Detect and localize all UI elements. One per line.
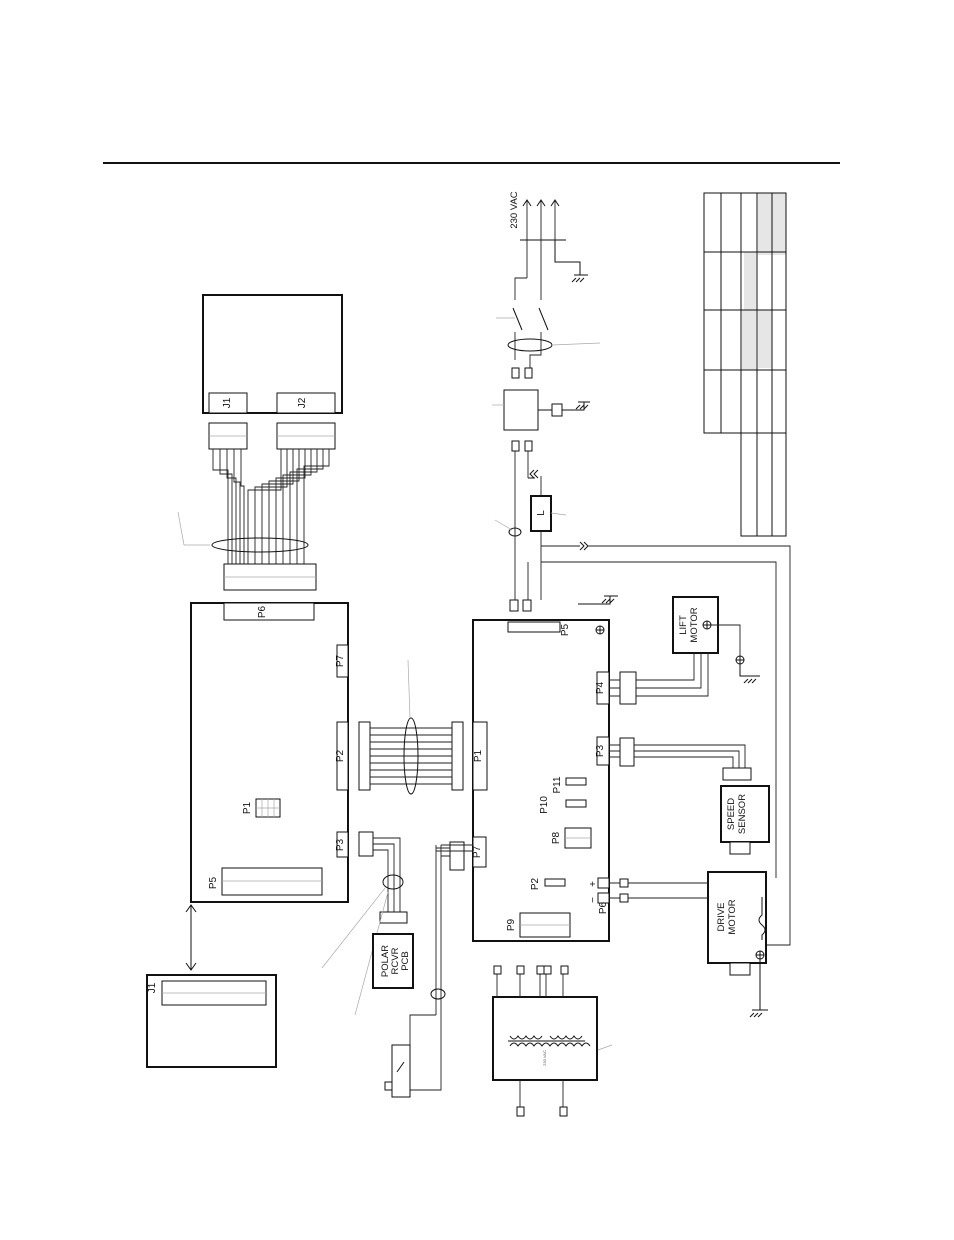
controller-board: P6 P7 P2 P1 P3 P5 bbox=[190, 602, 349, 903]
power-p10-label: P10 bbox=[539, 796, 550, 814]
power-p5-label: P5 bbox=[560, 623, 571, 636]
polar-harness bbox=[321, 831, 408, 1016]
power-p1-label: P1 bbox=[473, 749, 484, 762]
inductor-label: L bbox=[536, 510, 547, 516]
polar-label: POLAR bbox=[380, 945, 391, 977]
filter-module bbox=[503, 389, 539, 431]
plus-label: + bbox=[588, 881, 599, 887]
power-p9-label: P9 bbox=[506, 918, 517, 931]
harness-wire bbox=[226, 449, 237, 564]
harness-wire bbox=[296, 449, 324, 564]
legend-table bbox=[703, 192, 787, 537]
speed-label: SPEED bbox=[726, 798, 737, 830]
transformer: 230 VAC bbox=[492, 965, 613, 1117]
vac-label: 230 VAC bbox=[509, 191, 520, 228]
power-p6-label: P6 bbox=[598, 901, 609, 914]
harness-wire bbox=[212, 449, 229, 564]
harness-wire bbox=[247, 449, 282, 564]
ac-input: 230 VAC L bbox=[492, 191, 791, 946]
display-board: J1 J2 bbox=[202, 294, 343, 414]
harness-wire bbox=[303, 449, 330, 564]
power-p3-label: P3 bbox=[595, 744, 606, 757]
minus-label: − bbox=[588, 897, 599, 903]
lift-label: LIFT bbox=[678, 615, 689, 635]
display-j2-label: J2 bbox=[297, 397, 308, 408]
drive-label: DRIVE bbox=[716, 902, 727, 931]
display-wire-bundle bbox=[212, 449, 330, 564]
harness-wire bbox=[261, 449, 294, 564]
display-j1-label: J1 bbox=[222, 397, 233, 408]
power-p4-label: P4 bbox=[595, 681, 606, 694]
controller-p2-label: P2 bbox=[335, 749, 346, 762]
bottom-j1-label: J1 bbox=[147, 982, 158, 993]
controller-p3-label: P3 bbox=[335, 838, 346, 851]
harness-wire bbox=[289, 449, 318, 564]
power-p7-label: P7 bbox=[472, 845, 483, 858]
ribbon-cable bbox=[358, 659, 464, 795]
harness-wire bbox=[233, 449, 241, 564]
drive-motor-label: MOTOR bbox=[727, 899, 738, 934]
controller-p1-label: P1 bbox=[242, 801, 253, 814]
harness-wire bbox=[268, 449, 300, 564]
harness-wire bbox=[254, 449, 288, 564]
rcvr-label: RCVR bbox=[390, 947, 401, 974]
transformer-vac-label: 230 VAC bbox=[542, 1050, 547, 1066]
power-p8-label: P8 bbox=[551, 831, 562, 844]
polar-receiver-pcb: POLAR RCVR PCB bbox=[372, 933, 414, 989]
bottom-board: J1 bbox=[146, 974, 277, 1068]
lift-motor-label: MOTOR bbox=[689, 607, 700, 642]
bundle-tie-1 bbox=[211, 537, 309, 553]
pcb-label: PCB bbox=[400, 951, 411, 971]
speed-sensor-label: SENSOR bbox=[737, 794, 748, 834]
controller-p5-label: P5 bbox=[208, 876, 219, 889]
power-p11-label: P11 bbox=[552, 776, 563, 793]
harness-wire bbox=[219, 449, 233, 564]
display-harness-plugs bbox=[208, 422, 336, 450]
controller-p6-label: P6 bbox=[257, 605, 268, 618]
drive-motor: DRIVE MOTOR bbox=[609, 871, 768, 1018]
power-p2-label: P2 bbox=[530, 877, 541, 890]
power-board: P1 P5 P4 P3 P11 P10 P8 P7 P2 + − P6 P9 bbox=[472, 619, 610, 942]
board-link-arrow bbox=[185, 904, 197, 971]
speed-sensor: SPEED SENSOR bbox=[609, 737, 770, 855]
controller-p7-label: P7 bbox=[335, 654, 346, 667]
key-switch bbox=[384, 841, 465, 1098]
lift-motor: LIFT MOTOR bbox=[609, 596, 760, 705]
harness-wire bbox=[275, 449, 306, 564]
harness-wire bbox=[240, 449, 245, 564]
